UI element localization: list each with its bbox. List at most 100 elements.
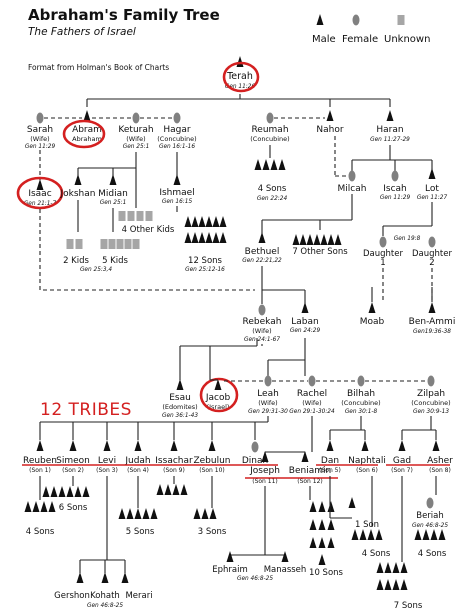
jacob-icon [214,379,222,390]
leah-ref: Gen 29:31-30 [248,409,288,415]
jokshan-name: Jokshan [60,189,96,199]
asher-sons-label: 4 Sons [418,549,447,559]
esau-role: (Edomites) [162,403,197,411]
lot-ref: Gen 11:27 [417,195,448,201]
bilhah-icon [357,375,365,387]
tribe-simeon-name: Simeon [56,456,90,466]
reumah-sons-label: 4 Sons [258,184,287,194]
isaac-ref: Gen 21:1-7 [24,201,57,207]
tribes-heading: 12 TRIBES [40,400,132,420]
moab-icon [368,302,376,313]
hagar-role: (Concubine) [157,135,196,143]
tribe-son-order: (Son 7) [391,467,413,474]
tribe-asher-name: Asher [427,456,453,466]
simeon-sons-label: 6 Sons [59,503,88,513]
bethuel-name: Bethuel [245,247,280,257]
issachar-son-icon [156,484,164,495]
nahor-son-icon [299,234,307,245]
keturah-kid-icon [136,211,144,221]
iscah-icon [391,170,399,182]
jokshan-kid-icon [66,239,74,249]
legend-unknown-icon [397,15,405,25]
nahor-son-icon [292,234,300,245]
iscah-ref: Gen 11:29 [380,195,411,201]
legend-male-icon [316,14,324,25]
gad-son-icon [392,579,400,590]
bethuel-ref: Gen 22:21,22 [242,258,282,264]
dan-son-icon [348,497,356,508]
simeon-son-icon [74,486,82,497]
isaac-name: Isaac [28,189,51,199]
sarah-name: Sarah [27,125,53,135]
beriah-icon [426,497,434,509]
benjamin-son-icon [318,519,326,530]
tribe-son-order: (Son 6) [356,467,378,474]
nahor-name: Nahor [316,125,343,135]
legend-male-label: Male [312,34,336,45]
beriah-name: Beriah [416,511,444,521]
terah-highlight [222,61,260,93]
kohath-name: Kohath [90,591,120,601]
haran-ref: Gen 11:27-29 [370,137,410,143]
ephraim-name: Ephraim [212,565,248,575]
tribe-son-order: (Son 4) [127,467,149,474]
gershon-icon [76,572,84,583]
abram-highlight [62,119,106,149]
joseph-icon [261,451,269,462]
ishmael-son-icon [205,232,213,243]
midian-kids-label: 5 Kids [102,256,128,266]
keturah-role: (Wife) [126,135,145,143]
jacob-name: Jacob [205,393,231,403]
tribe-son-order: (Son 12) [297,478,323,485]
tribe-son-order: (Son 2) [62,467,84,474]
zebulun-sons-label: 3 Sons [198,527,227,537]
keturah-other-kids: 4 Other Kids [122,225,175,235]
ishmael-son-icon [219,232,227,243]
gad-son-icon [376,579,384,590]
hagar-name: Hagar [163,125,191,135]
dan-son-label: 1 Son [355,520,379,530]
tribe-judah-icon [134,440,142,451]
daughter1-num: 1 [380,258,385,268]
nahor-son-icon [334,234,342,245]
midian-kid-icon [100,239,108,249]
page-subtitle: The Fathers of Israel [28,26,136,38]
asher-son-icon [414,529,422,540]
simeon-son-icon [66,486,74,497]
abram-name: Abram [72,125,102,135]
connector-line [39,209,255,291]
tribe-naphtali-name: Naphtali [348,456,386,466]
joseph-ref: Gen 46:8-25 [237,576,273,582]
simeon-son-icon [58,486,66,497]
lot-name: Lot [425,184,439,194]
tribe-benjamin-name: Beniamin [289,466,331,476]
keturah-ref: Gen 25:1 [123,144,150,150]
tribe-zebulun-icon [208,440,216,451]
tribe-son-order: (Son 8) [429,467,451,474]
sarah-role: (Wife) [30,135,49,143]
tribe-son-order: (Son 5) [319,467,341,474]
terah-name: Terah [226,71,253,82]
benjamin-son-icon [309,501,317,512]
gad-sons-label: 7 Sons [394,601,423,611]
bethuel-icon [258,232,266,243]
dinah-icon [251,441,259,453]
zilpah-name: Zilpah [417,389,445,399]
reumah-name: Reumah [251,125,288,135]
naphtali-son-icon [359,529,367,540]
benammi-name: Ben-Ammi [409,317,456,327]
reuben-sons-label: 4 Sons [26,527,55,537]
merari-icon [121,572,129,583]
midian-kid-icon [132,239,140,249]
bilhah-role: (Concubine) [341,399,380,407]
asher-son-icon [422,529,430,540]
gad-son-icon [384,579,392,590]
ishmael-son-icon [184,232,192,243]
gad-son-icon [400,562,408,573]
reuben-son-icon [40,501,48,512]
reumah-son-icon [270,159,278,170]
tribe-reuben-icon [36,440,44,451]
terah-icon [236,56,244,67]
tribe-gad-name: Gad [393,456,411,466]
zilpah-ref: Gen 30:9-13 [413,409,449,415]
